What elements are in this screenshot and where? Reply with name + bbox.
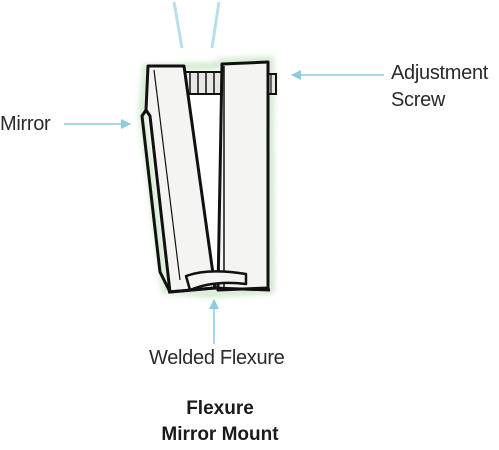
label-adjustment: Adjustment [391, 62, 489, 84]
leader-arrows [64, 70, 384, 344]
label-mirror: Mirror [0, 113, 51, 135]
light-beam [172, 1, 221, 49]
title-line-2: Mirror Mount [161, 424, 279, 445]
label-welded-flexure: Welded Flexure [149, 347, 285, 369]
rear-plate [216, 60, 270, 292]
diagram-title: Flexure Mirror Mount [120, 396, 320, 448]
welded-flexure [167, 270, 271, 294]
label-screw: Screw [391, 89, 446, 111]
title-line-1: Flexure [186, 398, 254, 419]
